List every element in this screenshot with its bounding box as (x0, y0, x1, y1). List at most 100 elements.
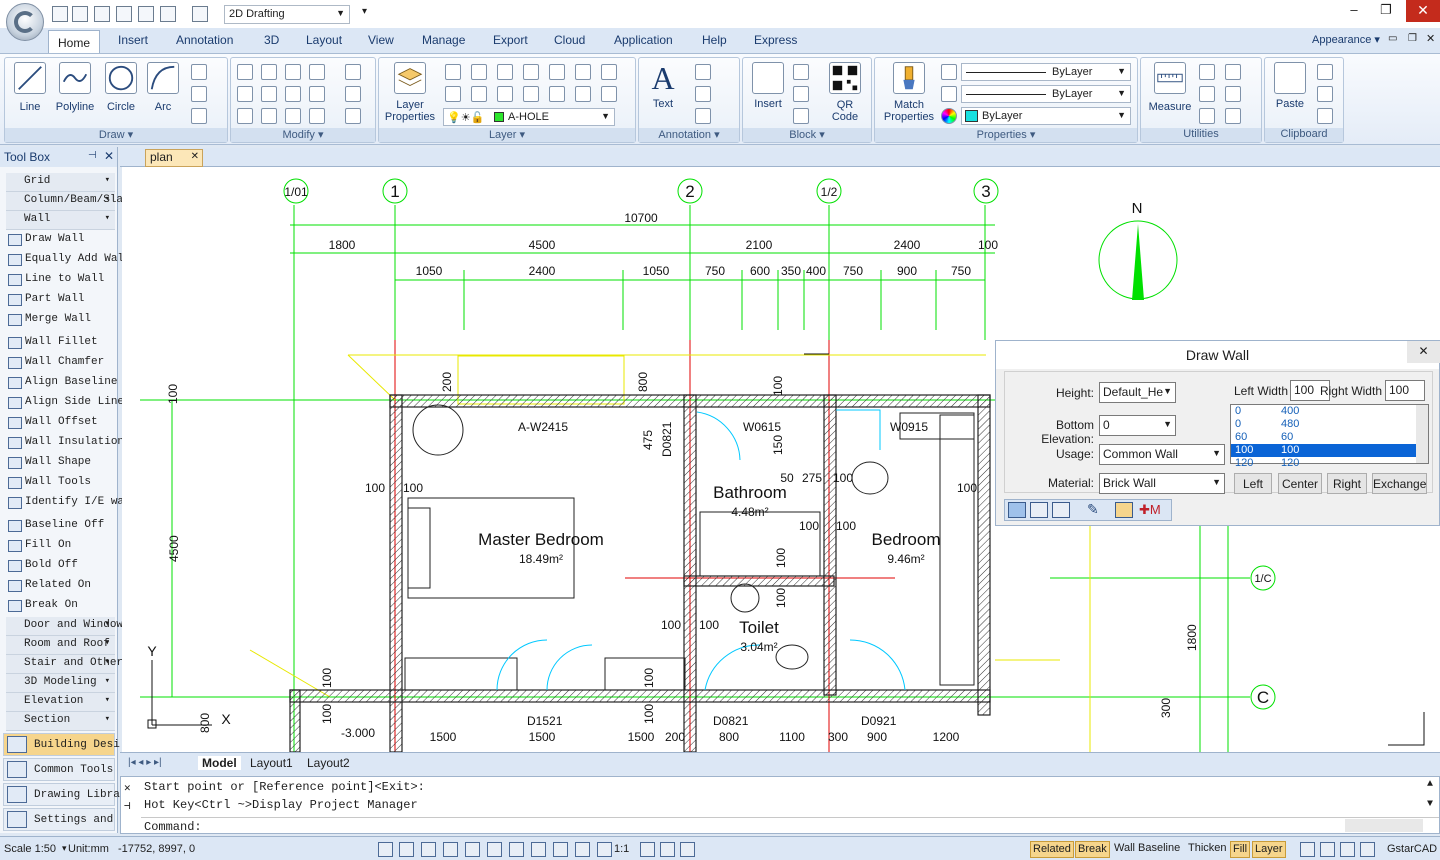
customize-quick-access-icon[interactable]: ▾ (362, 6, 368, 17)
join-icon[interactable] (345, 108, 361, 124)
move-icon[interactable] (237, 108, 253, 124)
open-file-icon[interactable] (72, 6, 88, 22)
toolbox-item-baseline-off[interactable]: Baseline Off (6, 517, 115, 536)
lineweight-icon[interactable] (941, 86, 957, 102)
snap-grid-icon[interactable] (378, 842, 393, 857)
toolbox-section-stair-and-other[interactable]: Stair and Other▾ (6, 655, 123, 674)
linetype-dropdown[interactable]: ByLayer▼ (961, 63, 1131, 81)
tab-insert[interactable]: Insert (118, 33, 149, 47)
usage-dropdown[interactable]: Common Wall▼ (1099, 444, 1225, 465)
id-point-icon[interactable] (1199, 64, 1215, 80)
workspace-icon[interactable] (1300, 842, 1315, 857)
arc-button[interactable]: Arc (145, 62, 181, 113)
ducs-icon[interactable] (531, 842, 546, 857)
toolbox-section-section[interactable]: Section▾ (6, 712, 115, 731)
color-dropdown[interactable]: ByLayer▼ (961, 107, 1131, 125)
list-scrollbar[interactable] (1416, 405, 1428, 463)
layer-thaw-icon[interactable] (575, 86, 591, 102)
match-properties-button[interactable]: Match Properties (879, 62, 939, 123)
tab-annotation[interactable]: Annotation (176, 33, 234, 47)
point-style-icon[interactable] (1225, 108, 1241, 124)
tp-icon[interactable] (597, 842, 612, 857)
line-button[interactable]: Line (13, 62, 47, 113)
lock-icon[interactable] (1340, 842, 1355, 857)
polyline-button[interactable]: Polyline (53, 62, 97, 113)
center-button[interactable]: Center (1278, 473, 1322, 494)
right-button[interactable]: Right (1327, 473, 1367, 494)
toolbox-section-column-beam-sla[interactable]: Column/Beam/Sla▾ (6, 192, 123, 211)
annotation-scale[interactable]: 1:1 (614, 843, 630, 855)
layer-match-icon[interactable] (601, 64, 617, 80)
ribbon-restore-icon[interactable]: ❐ (1408, 33, 1417, 44)
offset-icon[interactable] (345, 64, 361, 80)
toolbox-item-merge-wall[interactable]: Merge Wall (6, 311, 115, 330)
toolbox-section-3d-modeling[interactable]: 3D Modeling▾ (6, 674, 115, 693)
close-tab-icon[interactable]: ✕ (190, 151, 199, 162)
close-window-button[interactable]: ✕ (1406, 0, 1440, 22)
save-as-icon[interactable] (116, 6, 132, 22)
ortho-icon[interactable] (421, 842, 436, 857)
ortho-icon[interactable] (1115, 502, 1133, 518)
extend-icon[interactable] (309, 108, 325, 124)
undo-icon[interactable] (160, 6, 176, 22)
layer-delete-icon[interactable] (523, 86, 539, 102)
new-file-icon[interactable] (52, 6, 68, 22)
copy-icon[interactable] (261, 64, 277, 80)
tab-view[interactable]: View (368, 33, 394, 47)
quick-select-icon[interactable] (1225, 64, 1241, 80)
close-dialog-button[interactable]: ✕ (1407, 341, 1440, 363)
straight-wall-icon[interactable] (1008, 502, 1026, 518)
unit-readout[interactable]: Unit:mm (68, 843, 109, 855)
toggle-break[interactable]: Break (1075, 841, 1110, 858)
linetype-icon[interactable] (941, 64, 957, 80)
layer-off-icon[interactable] (523, 64, 539, 80)
copy-clip-icon[interactable] (1317, 64, 1333, 80)
arc-wall-icon[interactable] (1030, 502, 1048, 518)
erase-icon[interactable] (237, 64, 253, 80)
toolbox-item-fill-on[interactable]: Fill On (6, 537, 115, 556)
save-icon[interactable] (94, 6, 110, 22)
left-button[interactable]: Left (1234, 473, 1272, 494)
scale-icon[interactable] (285, 86, 301, 102)
layer-merge-icon[interactable] (497, 86, 513, 102)
measure-icon[interactable]: ✚M (1139, 502, 1161, 517)
toggle-fill[interactable]: Fill (1230, 841, 1251, 858)
tab-home[interactable]: Home (48, 30, 100, 54)
command-input[interactable]: Command: (141, 817, 1439, 834)
toolbox-item-break-on[interactable]: Break On (6, 597, 115, 616)
polar-icon[interactable] (443, 842, 458, 857)
layer-iso-icon[interactable] (471, 64, 487, 80)
layer-state-icon[interactable] (445, 64, 461, 80)
toolbox-category-drawing-libra[interactable]: Drawing Libra (3, 783, 120, 806)
paste-button[interactable]: Paste (1269, 62, 1311, 110)
otrack-icon[interactable] (487, 842, 502, 857)
print-icon[interactable] (138, 6, 154, 22)
toolbox-item-wall-chamfer[interactable]: Wall Chamfer (6, 354, 115, 373)
height-dropdown[interactable]: Default_He▼ (1099, 382, 1176, 403)
pin-icon[interactable]: ⊣ (124, 801, 131, 813)
rect-wall-icon[interactable] (1052, 502, 1070, 518)
calculator-icon[interactable] (1199, 86, 1215, 102)
exchange-button[interactable]: Exchange (1372, 473, 1427, 494)
toggle-wall-baseline[interactable]: Wall Baseline (1114, 842, 1181, 854)
toolbox-category-building-desi[interactable]: Building Desi (3, 733, 120, 756)
tab-layout2[interactable]: Layout2 (307, 756, 350, 770)
layer-properties-button[interactable]: Layer Properties (383, 62, 437, 123)
toolbox-section-door-and-window[interactable]: Door and Window▾ (6, 617, 123, 636)
pin-icon[interactable]: ⊣ (88, 150, 97, 161)
lineweight-dropdown[interactable]: ByLayer▼ (961, 85, 1131, 103)
material-dropdown[interactable]: Brick Wall▼ (1099, 473, 1225, 494)
toolbox-item-align-baseline[interactable]: Align Baseline (6, 374, 117, 393)
array-icon[interactable] (309, 64, 325, 80)
cut-icon[interactable] (1317, 86, 1333, 102)
bottom-elevation-dropdown[interactable]: 0▼ (1099, 415, 1176, 436)
grid-icon[interactable] (399, 842, 414, 857)
toolbox-category-settings-and[interactable]: Settings and (3, 808, 115, 831)
lineweight-icon[interactable] (509, 842, 524, 857)
tab-plan[interactable]: plan✕ (145, 149, 203, 167)
fillet-icon[interactable] (309, 86, 325, 102)
